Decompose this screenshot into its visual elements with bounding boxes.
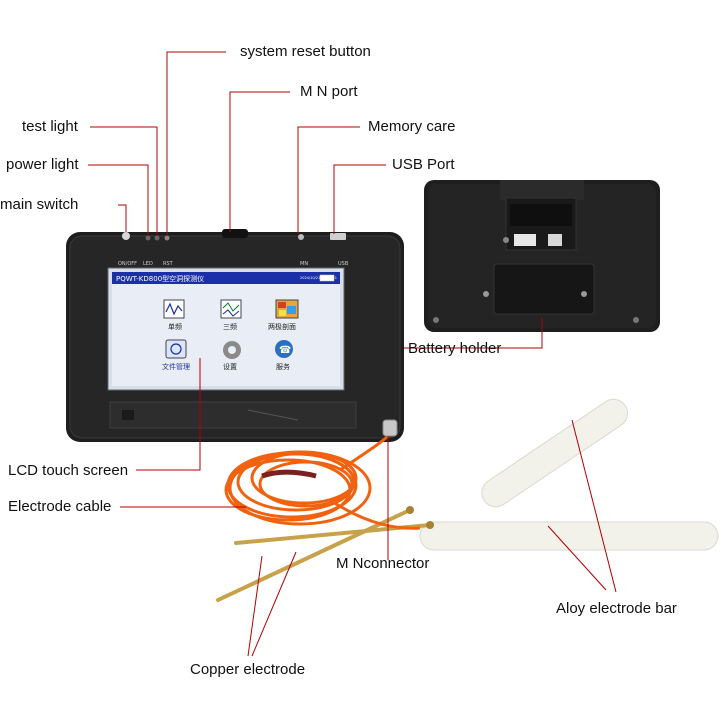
device-back xyxy=(424,180,660,332)
main-switch-button[interactable] xyxy=(122,232,130,240)
electrode-bar-lower xyxy=(419,521,719,551)
device-bottom-panel xyxy=(109,401,357,429)
app-label: 文件管理 xyxy=(162,362,190,371)
app-file-manager[interactable]: 文件管理 xyxy=(162,339,190,371)
screen-clock: 2024/10/21 15:30:21 xyxy=(300,276,337,280)
label-memory-care: Memory care xyxy=(368,118,456,135)
callout-lines xyxy=(88,51,617,657)
app-settings[interactable]: 设置 xyxy=(223,341,241,371)
label-usb-port: USB Port xyxy=(392,156,455,173)
test-light xyxy=(154,235,160,241)
electrode-bar-upper xyxy=(481,398,629,508)
mn-port[interactable] xyxy=(222,229,248,238)
label-mn-port: M N port xyxy=(300,83,358,100)
app-single-frequency[interactable]: 单频 xyxy=(163,299,185,331)
file-manager-icon xyxy=(165,339,187,359)
system-reset-button[interactable] xyxy=(164,235,170,241)
app-triple-frequency[interactable]: 三频 xyxy=(220,299,242,331)
app-label: 三频 xyxy=(223,322,237,331)
aloy-electrode-bars xyxy=(419,398,719,551)
battery-holder[interactable] xyxy=(493,263,595,315)
main-device: ON/OFF LED RST MN USB PQWT-KD800型空洞探测仪 2… xyxy=(66,229,404,442)
screw-icon xyxy=(633,317,639,323)
copper-rod xyxy=(216,508,412,602)
app-label: 设置 xyxy=(223,362,237,371)
back-sticker xyxy=(514,234,536,246)
label-test-light: test light xyxy=(22,118,78,135)
single-frequency-icon xyxy=(163,299,185,319)
rst-label: RST xyxy=(163,261,174,267)
svg-text:☎: ☎ xyxy=(279,345,291,356)
power-light xyxy=(145,235,151,241)
screen-title: PQWT-KD800型空洞探测仪 xyxy=(116,274,204,283)
memory-card-slot[interactable] xyxy=(298,234,304,240)
label-power-light: power light xyxy=(6,156,79,173)
triple-frequency-icon xyxy=(220,299,242,319)
label-mn-connector: M Nconnector xyxy=(336,555,430,572)
service-phone-icon xyxy=(275,340,293,358)
screw-icon xyxy=(483,291,489,297)
label-lcd-touch-screen: LCD touch screen xyxy=(8,462,129,479)
electrode-cable-coil xyxy=(224,428,421,530)
battery-indicator-icon xyxy=(319,274,335,282)
screw-icon xyxy=(433,317,439,323)
label-main-switch: main switch xyxy=(0,196,79,213)
mn-connector-plug xyxy=(382,419,398,437)
app-label: 服务 xyxy=(276,362,290,371)
qr-code-icon xyxy=(548,234,562,246)
screen-title-bar xyxy=(112,272,340,284)
onoff-label: ON/OFF xyxy=(118,261,137,267)
label-copper-electrode: Copper electrode xyxy=(190,661,306,678)
app-label: 两极剖面 xyxy=(268,322,296,331)
app-label: 单频 xyxy=(168,322,182,331)
usb-label: USB xyxy=(338,261,349,267)
app-profile-map[interactable]: 两极剖面 xyxy=(268,299,299,331)
label-aloy-electrode-bar: Aloy electrode bar xyxy=(556,600,677,617)
mn-label: MN xyxy=(300,261,308,267)
label-system-reset-button: system reset button xyxy=(240,43,371,60)
label-battery-holder: Battery holder xyxy=(408,340,502,357)
app-service[interactable]: ☎ 服务 xyxy=(275,340,293,371)
usb-port[interactable] xyxy=(330,233,346,240)
label-electrode-cable: Electrode cable xyxy=(8,498,112,515)
screw-icon xyxy=(581,291,587,297)
led-label: LED xyxy=(143,261,153,267)
